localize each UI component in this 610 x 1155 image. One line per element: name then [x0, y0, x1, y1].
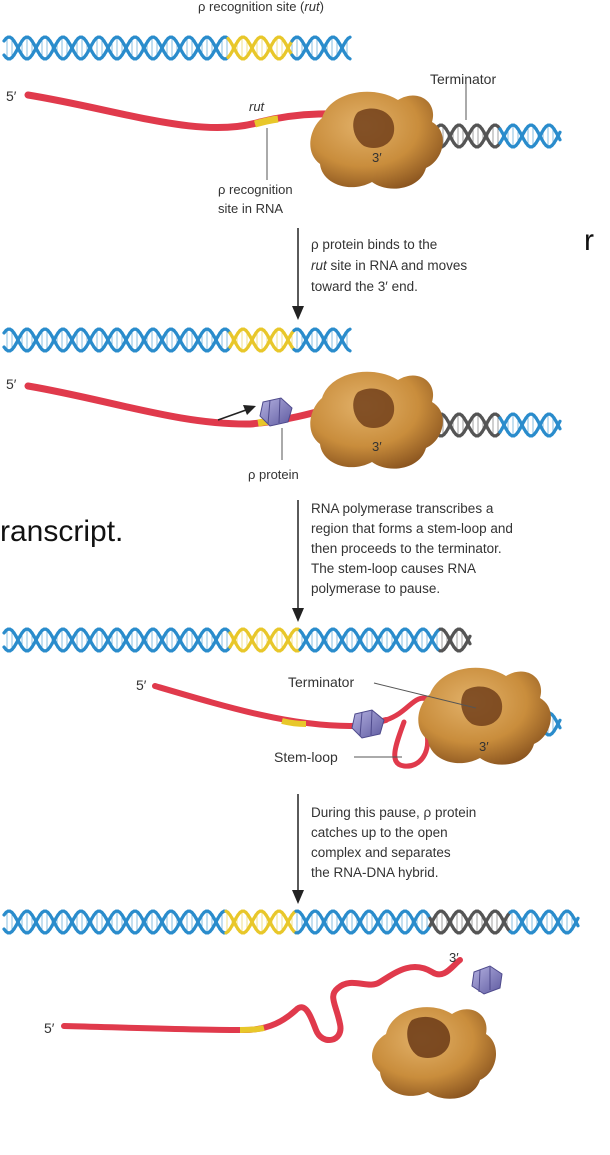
rna-site-label-line1: ρ recognition [218, 182, 293, 197]
rna-rut-segment [254, 115, 279, 128]
panel-4: 3′ 5′ [2, 909, 580, 1099]
three-prime-label: 3′ [449, 950, 459, 965]
arrowhead-icon [292, 306, 304, 320]
step-2: RNA polymerase transcribes a region that… [292, 500, 513, 622]
terminator-pointer-line [373, 682, 477, 709]
step-3-line-2: catches up to the open [311, 825, 448, 840]
step-2-line-5: polymerase to pause. [311, 581, 440, 596]
five-prime-label: 5′ [6, 376, 17, 392]
rna-polymerase [418, 667, 551, 765]
three-prime-label: 3′ [372, 439, 382, 454]
terminator-label: Terminator [288, 674, 354, 690]
dna-helix [2, 909, 580, 935]
arrowhead-icon [243, 405, 256, 415]
rna-polymerase [310, 91, 443, 189]
step-1-line-1: ρ protein binds to the [311, 237, 437, 252]
rut-label: rut [249, 99, 266, 114]
rna-transcript [152, 683, 389, 730]
rho-protein-label: ρ protein [248, 467, 299, 482]
step-2-line-1: RNA polymerase transcribes a [311, 501, 494, 516]
step-1-line-3: toward the 3′ end. [311, 279, 418, 294]
rna-polymerase [372, 1007, 497, 1099]
rna-rut-segment [239, 1025, 265, 1033]
step-2-line-3: then proceeds to the terminator. [311, 541, 502, 556]
step-1: ρ protein binds to the rut site in RNA a… [292, 228, 467, 320]
dna-helix [2, 35, 562, 149]
movement-arrow [217, 409, 247, 421]
five-prime-label: 5′ [136, 677, 147, 693]
rho-protein [351, 709, 385, 739]
stem-loop-label: Stem-loop [274, 749, 338, 765]
panel-1: ρ recognition site (rut) 5′ rut 3′ Termi… [2, 0, 562, 216]
step-3-line-3: complex and separates [311, 845, 451, 860]
step-2-line-2: region that forms a stem-loop and [311, 521, 513, 536]
rut-site-label: ρ recognition site (rut) [198, 0, 324, 14]
step-3-line-4: the RNA-DNA hybrid. [311, 865, 439, 880]
panel-2: 5′ 3′ ρ protein [2, 327, 562, 482]
bg-text-fragment-2: ranscript. [0, 515, 123, 548]
step-2-line-4: The stem-loop causes RNA [311, 561, 476, 576]
terminator-label: Terminator [430, 71, 496, 87]
arrowhead-icon [292, 608, 304, 622]
three-prime-label: 3′ [372, 150, 382, 165]
rho-protein [471, 965, 503, 995]
rna-rut-segment [281, 718, 307, 727]
rho-protein [259, 397, 293, 427]
step-3: During this pause, ρ protein catches up … [292, 794, 476, 904]
rna-transcript [61, 957, 463, 1043]
step-1-line-2: rut site in RNA and moves [311, 258, 467, 273]
rna-site-label-line2: site in RNA [218, 201, 283, 216]
five-prime-label: 5′ [44, 1020, 55, 1036]
three-prime-label: 3′ [479, 739, 489, 754]
panel-3: 5′ Terminator Stem-loop 3′ [2, 627, 562, 769]
step-3-line-1: During this pause, ρ protein [311, 805, 476, 820]
arrowhead-icon [292, 890, 304, 904]
bg-text-fragment-1: r [584, 224, 594, 257]
rna-polymerase [310, 371, 443, 469]
five-prime-label: 5′ [6, 88, 17, 104]
